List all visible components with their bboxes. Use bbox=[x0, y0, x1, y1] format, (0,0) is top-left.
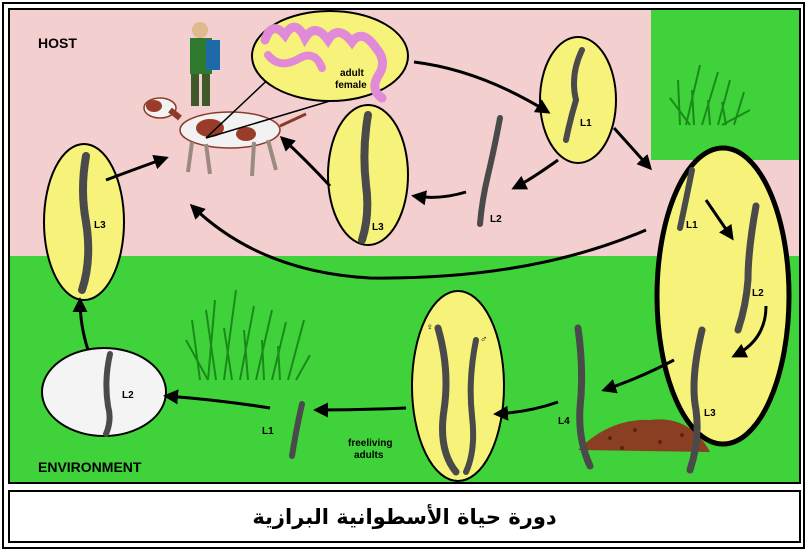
stage-label: L1 bbox=[580, 118, 592, 129]
diagram-caption: دورة حياة الأسطوانية البرازية bbox=[252, 505, 556, 529]
stage-label: L2 bbox=[752, 288, 764, 299]
stage-label: L3 bbox=[372, 222, 384, 233]
stage-label: L1 bbox=[262, 426, 274, 437]
stage-label: L2 bbox=[490, 214, 502, 225]
female-symbol: ♀ bbox=[426, 322, 434, 333]
male-symbol: ♂ bbox=[480, 334, 488, 345]
environment-region-top-right bbox=[651, 10, 799, 160]
stage-label: L4 bbox=[558, 416, 570, 427]
freeliving-label: freeliving bbox=[348, 438, 392, 449]
caption-box: دورة حياة الأسطوانية البرازية bbox=[8, 490, 801, 543]
lifecycle-diagram: adult female L1 L2 L3 L3 L1 L2 L3 L4 ♀ ♂… bbox=[8, 8, 801, 484]
stage-label: L3 bbox=[704, 408, 716, 419]
development-ellipse bbox=[657, 148, 789, 444]
host-region-label: HOST bbox=[38, 35, 77, 51]
freeliving-adults-ellipse bbox=[412, 291, 504, 481]
adult-female-label: female bbox=[335, 80, 367, 91]
environment-region-label: ENVIRONMENT bbox=[38, 459, 142, 475]
stage-label: L2 bbox=[122, 390, 134, 401]
lifecycle-svg: adult female L1 L2 L3 L3 L1 L2 L3 L4 ♀ ♂… bbox=[10, 10, 799, 482]
adult-female-label: adult bbox=[340, 68, 365, 79]
stage-label: L3 bbox=[94, 220, 106, 231]
larva-l3 bbox=[362, 115, 368, 240]
freeliving-label: adults bbox=[354, 450, 384, 461]
stage-label: L1 bbox=[686, 220, 698, 231]
larva-l2-white bbox=[106, 354, 110, 434]
larva-l3-left bbox=[82, 156, 88, 290]
